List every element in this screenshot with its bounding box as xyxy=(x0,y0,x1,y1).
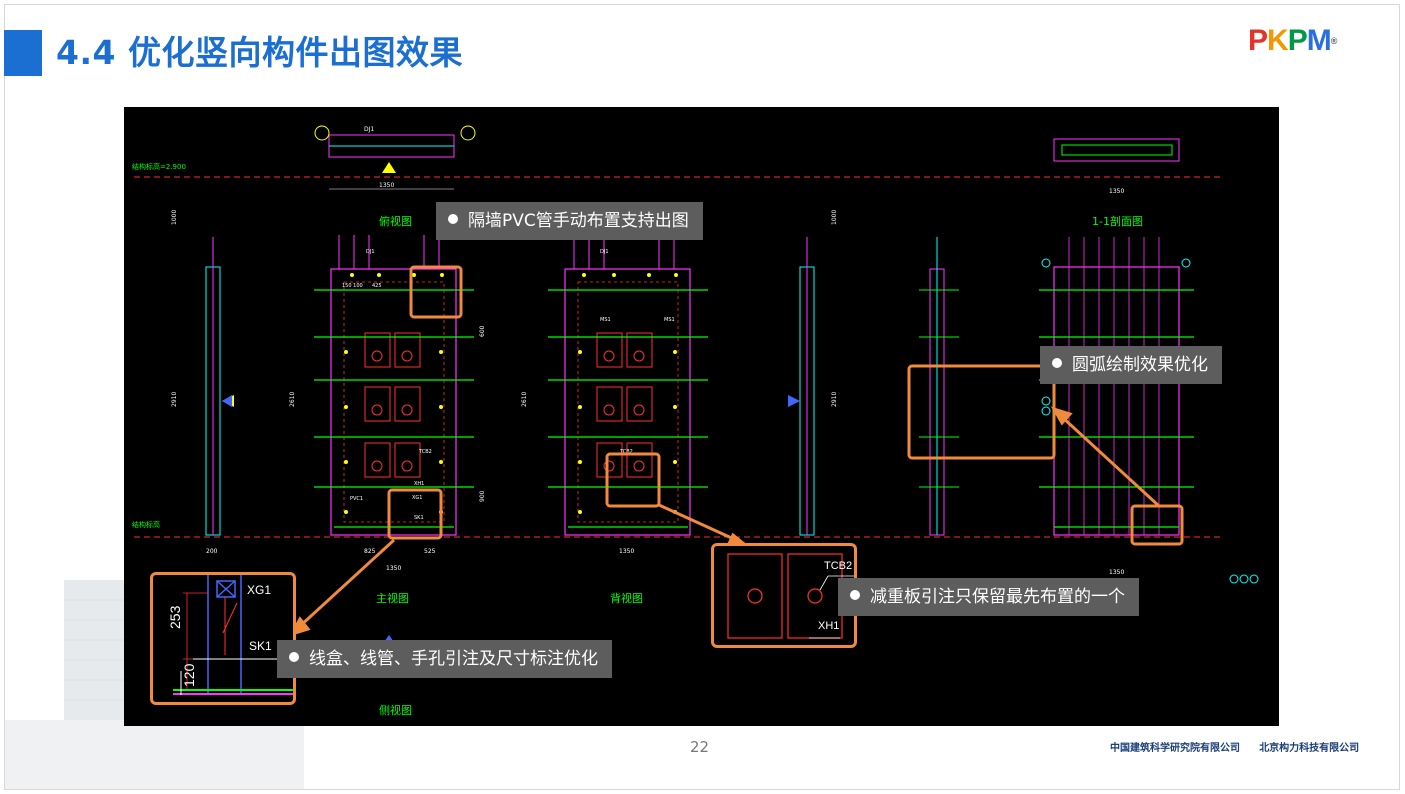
footer-logos: 中国建筑科学研究院有限公司 北京构力科技有限公司 xyxy=(1110,742,1375,756)
callout-junction-box: 线盒、线管、手孔引注及尺寸标注优化 xyxy=(277,640,612,678)
elev-bottom-label: 结构标高 xyxy=(132,520,160,529)
footer-org-cabr: 中国建筑科学研究院有限公司 xyxy=(1110,743,1240,754)
dim-1350-back: 1350 xyxy=(619,548,634,555)
tag-dj1-top: DJ1 xyxy=(364,126,374,133)
dim-1350-section: 1350 xyxy=(1109,569,1124,576)
tag-sk1-front: SK1 xyxy=(414,515,424,521)
dim-2910-left: 2910 xyxy=(171,392,178,407)
dim-2610-front: 2610 xyxy=(289,392,296,407)
callout-pvc-pipe: 隔墙PVC管手动布置支持出图 xyxy=(436,202,703,240)
zoom-tag-sk1: SK1 xyxy=(249,639,272,653)
tag-dj1-back: DJ1 xyxy=(600,249,609,255)
cad-drawing: 结构标高=2.900 结构标高 DJ1 1350 俯视图 2910 1000 2… xyxy=(124,107,1279,726)
dim-1350-top: 1350 xyxy=(379,182,394,189)
tag-tcb2-back: TCB2 xyxy=(619,449,633,455)
callout-weight-plate: 减重板引注只保留最先布置的一个 xyxy=(838,578,1139,616)
footer-org-pkpm: 北京构力科技有限公司 xyxy=(1259,743,1360,754)
tag-pvc1-front: PVC1 xyxy=(350,496,363,502)
dim-2910-mid: 2910 xyxy=(831,392,838,407)
slide-title: 4.4 优化竖向构件出图效果 xyxy=(56,33,463,72)
tag-xh1-front: XH1 xyxy=(414,481,424,487)
view-section-label: 1-1剖面图 xyxy=(1092,214,1143,228)
dim-525-front: 525 xyxy=(424,548,436,555)
building-background-image xyxy=(4,580,304,790)
tag-tcb2-front: TCB2 xyxy=(418,449,432,455)
view-side-label: 侧视图 xyxy=(379,703,412,717)
title-accent-bar xyxy=(4,30,42,76)
zoom-tag-tcb2: TCB2 xyxy=(824,560,853,572)
zoom-dim-120: 120 xyxy=(181,663,197,687)
callout-arc-drawing: 圆弧绘制效果优化 xyxy=(1040,346,1222,384)
dim-2610-back: 2610 xyxy=(521,392,528,407)
tag-xg1-front: XG1 xyxy=(412,495,422,501)
bullet-icon xyxy=(850,590,860,600)
dim-900-front: 900 xyxy=(479,490,486,502)
elev-top-label: 结构标高=2.900 xyxy=(132,162,186,171)
dim-1350-section-top: 1350 xyxy=(1109,188,1124,195)
zoom-dim-253: 253 xyxy=(167,605,183,629)
tag-ms1-back-left: MS1 xyxy=(600,317,611,323)
dim-825-front: 825 xyxy=(364,548,376,555)
pkpm-logo: PKPM® xyxy=(1248,24,1337,57)
zoom-detail-plate: TCB2 XH1 xyxy=(711,543,857,648)
view-front-label: 主视图 xyxy=(376,591,409,605)
bullet-icon xyxy=(1052,358,1062,368)
dim-1350-front: 1350 xyxy=(386,565,401,572)
view-back-label: 背视图 xyxy=(610,591,643,605)
page-number: 22 xyxy=(690,738,710,756)
tag-dj1-front: DJ1 xyxy=(366,249,375,255)
bullet-icon xyxy=(448,214,458,224)
dim-150-100-front: 150 100 xyxy=(342,283,363,289)
view-top-label: 俯视图 xyxy=(379,214,412,228)
dim-200-left: 200 xyxy=(206,548,218,555)
dim-1000-left: 1000 xyxy=(171,210,178,225)
tag-ms1-back-right: MS1 xyxy=(664,317,675,323)
zoom-tag-xg1: XG1 xyxy=(247,583,272,597)
zoom-tag-xh1: XH1 xyxy=(818,620,840,632)
dim-425-front: 425 xyxy=(372,283,382,289)
dim-1000-mid: 1000 xyxy=(831,210,838,225)
zoom-detail-wiring: 253 120 XG1 SK1 xyxy=(150,572,296,705)
dim-600-front: 600 xyxy=(479,325,486,337)
bullet-icon xyxy=(289,652,299,662)
cad-drawing-svg: 结构标高=2.900 结构标高 DJ1 1350 俯视图 2910 1000 2… xyxy=(132,125,1259,717)
